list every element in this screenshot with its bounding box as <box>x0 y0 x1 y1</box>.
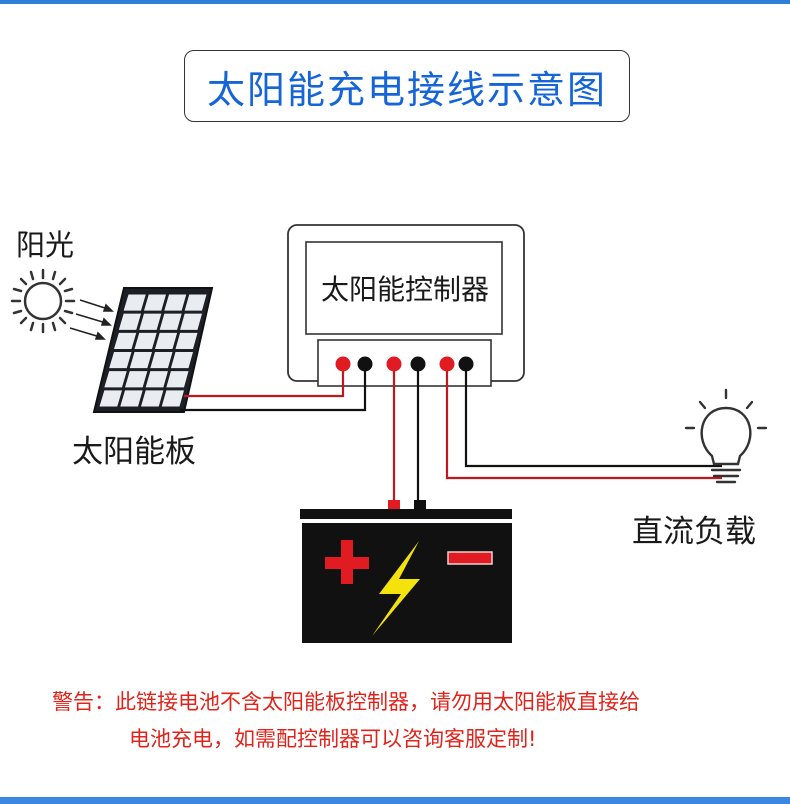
terminal-battery-positive <box>386 356 402 372</box>
solar-cell <box>166 371 189 388</box>
solar-cell <box>145 371 168 388</box>
solar-cell <box>164 294 187 311</box>
light-bulb-icon <box>684 388 768 484</box>
warning-line-2: 电池充电，如需配控制器可以咨询客服定制! <box>129 727 537 751</box>
solar-panel-label: 太阳能板 <box>72 434 196 470</box>
page-title: 太阳能充电接线示意图 <box>206 67 607 112</box>
wires <box>180 364 722 507</box>
sun-icon <box>10 268 76 334</box>
sunlight-label: 阳光 <box>16 228 75 262</box>
solar-cell <box>155 332 178 349</box>
solar-cell <box>159 313 182 330</box>
controller-label: 太阳能控制器 <box>320 273 489 306</box>
warning-text: 警告：此链接电池不含太阳能板控制器，请勿用太阳能板直接给 电池充电，如需配控制器… <box>52 684 772 758</box>
solar-cell <box>139 313 162 330</box>
dc-load-label: 直流负载 <box>632 514 756 550</box>
terminal-load-positive <box>439 356 455 372</box>
solar-cell <box>150 352 173 369</box>
load-negative-wire <box>464 364 722 468</box>
controller-terminals <box>335 356 474 372</box>
solar-cell <box>184 294 207 311</box>
terminal-solar-negative <box>357 356 373 372</box>
solar-cell <box>104 371 127 388</box>
negative-sign <box>447 551 493 565</box>
solar-cell <box>175 332 198 349</box>
solar-cell <box>180 313 202 330</box>
terminal-solar-positive <box>335 356 351 372</box>
solar-panel-icon <box>92 287 214 413</box>
solar-cell <box>129 352 152 369</box>
battery-icon <box>300 500 512 643</box>
sunlight-arrows <box>69 299 114 340</box>
solar-cell <box>118 313 141 330</box>
solar-cell <box>109 352 132 369</box>
solar-cell <box>161 390 184 407</box>
solar-cell <box>120 390 143 407</box>
solar-controller <box>287 224 525 387</box>
lightning-bolt-icon <box>372 541 420 636</box>
terminal-battery-negative <box>410 356 426 372</box>
solar-cell <box>99 390 122 407</box>
warning-line-1: 警告：此链接电池不含太阳能板控制器，请勿用太阳能板直接给 <box>52 690 640 714</box>
solar-cell <box>144 294 166 311</box>
title-box: 太阳能充电接线示意图 <box>184 50 630 122</box>
solar-cell <box>114 332 137 349</box>
solar-cell <box>125 371 148 388</box>
bottom-accent-bar <box>0 797 790 804</box>
terminal-load-negative <box>458 356 474 372</box>
solar-cell <box>141 390 164 407</box>
solar-cell <box>123 294 146 311</box>
solar-cell <box>134 332 157 349</box>
positive-sign <box>325 540 369 584</box>
solar-positive-wire <box>184 364 345 398</box>
solar-negative-wire <box>180 364 367 412</box>
load-positive-wire <box>445 364 722 480</box>
top-accent-bar <box>0 0 790 4</box>
solar-cell <box>170 352 193 369</box>
